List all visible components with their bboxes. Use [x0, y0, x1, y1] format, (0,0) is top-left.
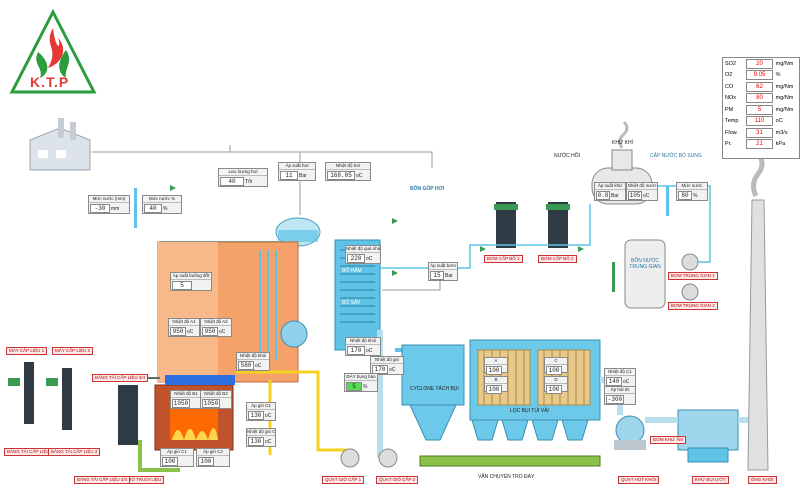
bag-filter-label: LỌC BỤI TÚI VẢI: [510, 408, 549, 414]
transfer-pump-1-label[interactable]: BƠM TRUNG GIAN 1: [668, 272, 718, 280]
temp-furnace-top1-indicator[interactable]: Nhiệt độ B1 1050: [170, 390, 202, 409]
intermediate-tank: [624, 239, 666, 309]
fd-fan-1-label[interactable]: QUẠT GIÓ CẤP 1: [322, 476, 365, 484]
pump-icon: [494, 202, 570, 248]
logo-flame-icon: [9, 8, 97, 94]
conveyor-main-label[interactable]: BĂNG TẢI CẤP LIỆU 3/4: [74, 476, 131, 484]
fan-pressure-indicator[interactable]: Áp hút ID -300: [604, 386, 636, 405]
eco-section-label: BỘ SẤY: [342, 300, 361, 306]
fd-fan-2-label[interactable]: QUẠT GIÓ CẤP 2: [376, 476, 419, 484]
chimney-label[interactable]: ỐNG KHÓI: [748, 476, 777, 484]
water-level-pct-indicator[interactable]: Mức nước % 40%: [142, 195, 182, 214]
bag-a-indicator[interactable]: A 100: [484, 357, 508, 375]
emission-value: 62: [746, 81, 773, 92]
valve-icon: [170, 185, 584, 276]
feed-water-return-label: NƯỚC HỒI: [554, 153, 581, 159]
air-pressure-2-indicator[interactable]: Áp gió C2 100: [196, 448, 230, 467]
factory-icon: [29, 118, 91, 171]
deaerator-label: KHỬ KHÍ: [612, 140, 633, 146]
bag-b-indicator[interactable]: B 100: [484, 376, 508, 394]
ash-conveyor-label: VẬN CHUYỂN TRO ĐÁY: [478, 474, 535, 480]
sh-section-label: BỘ HÂM: [342, 268, 362, 274]
wet-tower-label[interactable]: KHỬ BỤI ƯỚT: [692, 476, 729, 484]
wet-tower: [677, 409, 739, 451]
intermediate-tank-label: BỒN NƯỚC TRUNG GIAN: [629, 258, 661, 270]
feed-pump-1-label[interactable]: BƠM CẤP BỒ 1: [484, 255, 523, 263]
chimney-stack: [747, 199, 769, 471]
steam-header-label: BỒN GÓP HƠI: [410, 186, 445, 192]
emission-value: 21: [746, 139, 773, 150]
temp-furnace-top2-indicator[interactable]: Nhiệt độ B2 1050: [200, 390, 232, 409]
wet-scrubber-label[interactable]: BƠM KHỬ ẨM: [650, 436, 686, 444]
deaerator-level-indicator[interactable]: Mức nước 80%: [676, 182, 708, 201]
emission-value: 110: [746, 116, 773, 127]
furnace-pressure-indicator[interactable]: Áp suất buồng đốt 5: [170, 272, 212, 291]
emission-value: 5: [746, 104, 773, 115]
emission-value: 80: [746, 93, 773, 104]
id-fan-icon: [615, 415, 645, 445]
id-fan-label[interactable]: QUẠT HÚT KHÓI: [618, 476, 660, 484]
bag-c-indicator[interactable]: C 100: [544, 357, 568, 375]
dust-level-indicator[interactable]: ĐÁY bụng bảo 5%: [344, 373, 378, 392]
feed-pump-2-label[interactable]: BƠM CẤP BỒ 2: [538, 255, 577, 263]
bag-d-indicator[interactable]: D 100: [544, 376, 568, 394]
emission-value: 31: [746, 127, 773, 138]
cyclone-body: [401, 344, 465, 406]
air-pressure-1-indicator[interactable]: Áp gió C1 100: [160, 448, 194, 467]
emission-value: 9.05: [746, 70, 773, 81]
conveyor-2-label[interactable]: BĂNG TẢI CẤP LIỆU 2: [48, 448, 101, 456]
feed-label-1[interactable]: MÁY CẤP LIỆU 1: [6, 347, 48, 355]
emission-value: 20: [746, 58, 773, 69]
mud-drum: [280, 320, 308, 348]
cyclone-label: CYCLONE TÁCH BỤI: [410, 386, 459, 392]
transfer-pump-2-label[interactable]: BƠM TRUNG GIAN 2: [668, 302, 718, 310]
feed-water-add-label: CẤP NƯỚC BỔ SUNG: [650, 153, 702, 159]
feed-label-2[interactable]: MÁY CẤP LIỆU 2: [52, 347, 94, 355]
fuel-bin-label[interactable]: BĂNG TẢI CẤP LIỆU 3/4: [92, 374, 149, 382]
logo: K.T.P: [8, 8, 98, 98]
logo-text: K.T.P: [30, 74, 70, 90]
